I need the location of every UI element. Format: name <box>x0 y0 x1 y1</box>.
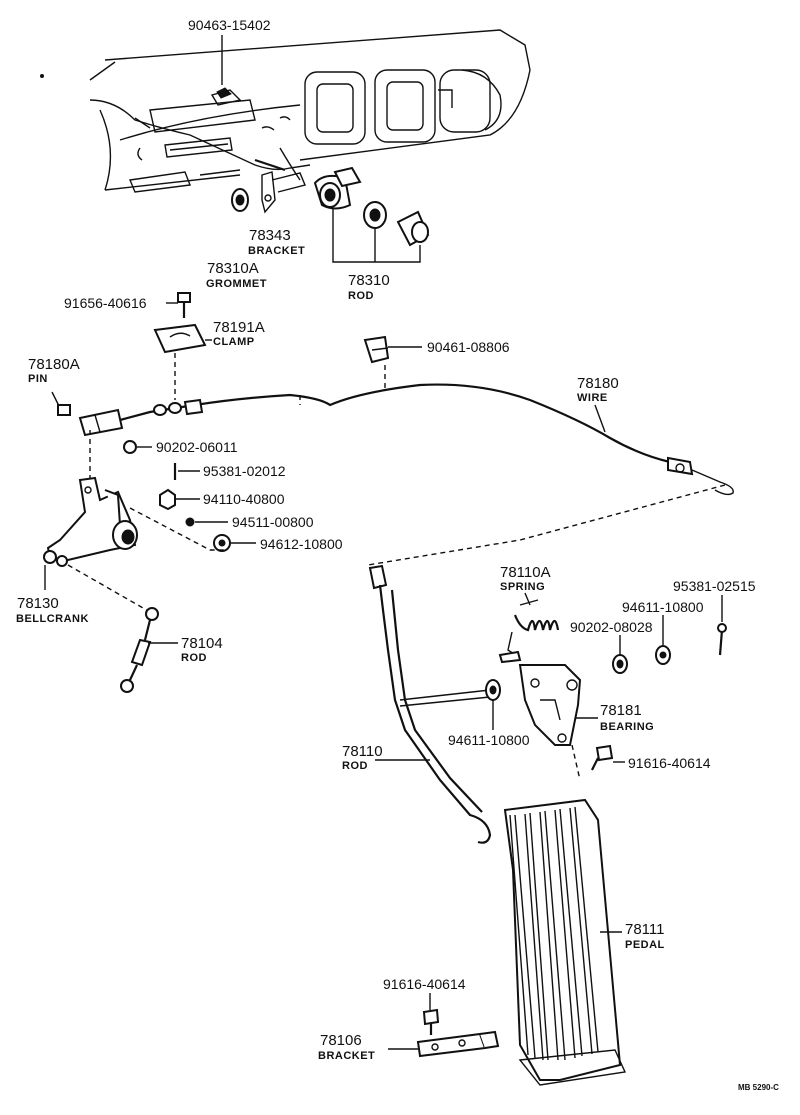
spring-78110A <box>498 599 560 664</box>
label-78343-name: BRACKET <box>248 245 305 257</box>
bolt-91616-a <box>591 744 625 771</box>
wire-78180 <box>78 383 734 496</box>
label-78110A: 78110A <box>500 564 551 581</box>
pedal-78111 <box>503 798 627 1086</box>
label-91616-40614-a: 91616-40614 <box>628 755 711 771</box>
label-78104: 78104 <box>181 635 223 652</box>
label-78343: 78343 <box>249 227 291 244</box>
label-94511-00800: 94511-00800 <box>232 514 314 530</box>
label-94612-10800: 94612-10800 <box>260 536 343 552</box>
label-78191A: 78191A <box>213 319 265 336</box>
label-94110-40800: 94110-40800 <box>203 491 285 507</box>
label-91616-40614-b: 91616-40614 <box>383 976 466 992</box>
label-78180: 78180 <box>577 375 619 392</box>
cotter-95381-b <box>717 595 727 656</box>
grommet-78310A <box>231 188 249 212</box>
label-91656-40616: 91656-40616 <box>64 295 147 311</box>
washer-94511 <box>185 517 228 527</box>
label-78180-name: WIRE <box>577 392 608 404</box>
labels: 90463-15402 78343 BRACKET 78310A GROMMET… <box>16 17 779 1092</box>
washer-94611-a <box>655 615 671 665</box>
label-78181: 78181 <box>600 702 642 719</box>
dashboard-panel <box>40 29 531 193</box>
label-78111-name: PEDAL <box>625 939 665 951</box>
bracket-78343 <box>261 171 306 214</box>
clip-90461 <box>363 335 422 364</box>
label-78110A-name: SPRING <box>500 581 545 593</box>
diagram-code: MB 5290-C <box>738 1083 779 1092</box>
bearing-78181 <box>518 664 598 746</box>
nut-90202-b <box>612 635 628 674</box>
bolt-91656 <box>166 292 191 318</box>
label-90463-15402: 90463-15402 <box>188 17 271 33</box>
label-78181-name: BEARING <box>600 721 654 733</box>
bracket-78106 <box>388 1030 500 1058</box>
label-78110-name: ROD <box>342 760 368 772</box>
label-94611-10800-a: 94611-10800 <box>622 599 704 615</box>
washer-94612 <box>213 534 256 552</box>
label-95381-02012: 95381-02012 <box>203 463 286 479</box>
label-78104-name: ROD <box>181 652 207 664</box>
cotter-95381-a <box>173 463 200 480</box>
cable-upper <box>89 99 311 171</box>
label-78191A-name: CLAMP <box>213 336 255 348</box>
label-90202-06011: 90202-06011 <box>156 439 238 455</box>
label-94611-10800-b: 94611-10800 <box>448 732 530 748</box>
label-78111: 78111 <box>625 921 665 938</box>
pin-78180A <box>51 391 71 416</box>
label-78180A-name: PIN <box>28 373 48 385</box>
label-78310: 78310 <box>348 272 390 289</box>
label-78130-name: BELLCRANK <box>16 613 89 625</box>
nut-90202-a <box>123 440 152 454</box>
label-78106: 78106 <box>320 1032 362 1049</box>
nut-94110 <box>159 488 200 511</box>
label-78180A: 78180A <box>28 356 80 373</box>
label-90202-08028: 90202-08028 <box>570 619 653 635</box>
rod-78104 <box>120 607 178 693</box>
label-78106-name: BRACKET <box>318 1050 375 1062</box>
washer-94611-b <box>485 679 501 730</box>
label-78110: 78110 <box>342 743 383 760</box>
bellcrank-78130 <box>43 476 138 590</box>
label-90461-08806: 90461-08806 <box>427 339 510 355</box>
label-78130: 78130 <box>17 595 59 612</box>
label-78310A: 78310A <box>207 260 259 277</box>
clamp-78191A <box>153 323 212 354</box>
rod-78310 <box>313 166 430 263</box>
label-78310A-name: GROMMET <box>206 278 267 290</box>
bolt-91616-b <box>422 993 440 1035</box>
label-95381-02515: 95381-02515 <box>673 578 756 594</box>
label-78310-name: ROD <box>348 290 374 302</box>
pedal-rod-78110 <box>368 564 492 844</box>
